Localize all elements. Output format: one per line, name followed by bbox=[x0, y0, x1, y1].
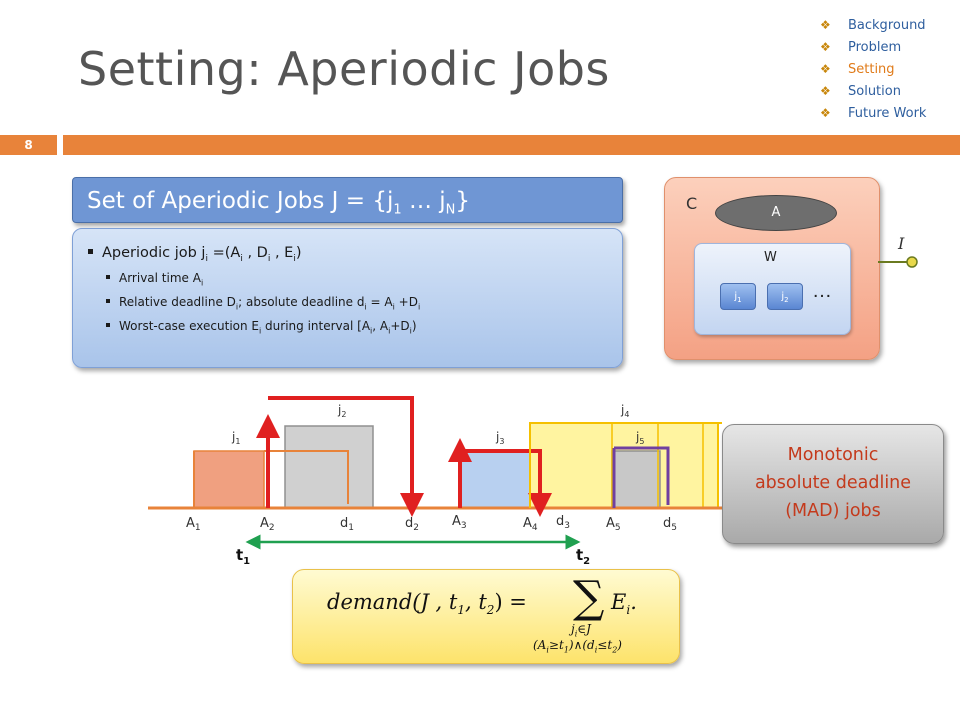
label-j2: j2 bbox=[337, 403, 346, 419]
label-A1: A1 bbox=[186, 516, 201, 533]
label-t2: t2 bbox=[576, 546, 590, 567]
bullet-arrival-time: Arrival time Ai bbox=[106, 271, 203, 287]
diamond-bullet-icon: ❖ bbox=[820, 62, 831, 76]
jobs-definition-box: Aperiodic job ji =(Ai , Di , Ei) Arrival… bbox=[72, 228, 623, 368]
slide-number: 8 bbox=[0, 135, 57, 155]
component-label: C bbox=[686, 194, 698, 213]
interface-port-icon bbox=[906, 256, 918, 268]
nav-item-setting[interactable]: ❖Setting bbox=[820, 58, 926, 80]
formula-lhs: demand(J , t1, t2) = bbox=[327, 590, 527, 618]
label-d5: d5 bbox=[663, 516, 677, 533]
header-divider-bar bbox=[63, 135, 960, 155]
nav-item-solution[interactable]: ❖Solution bbox=[820, 80, 926, 102]
workload-label: W bbox=[764, 250, 777, 265]
section-nav: ❖Background ❖Problem ❖Setting ❖Solution … bbox=[820, 14, 926, 124]
jobs-set-header: Set of Aperiodic Jobs J = {j1 … jN} bbox=[72, 177, 623, 223]
job-4-arrival-arrow bbox=[529, 422, 722, 508]
label-A5: A5 bbox=[606, 516, 621, 533]
sum-symbol: ∑ bbox=[573, 572, 605, 623]
job-1-deadline-arrow bbox=[264, 450, 349, 504]
formula-summand: Ei. bbox=[611, 590, 637, 618]
more-jobs-ellipsis: … bbox=[812, 280, 832, 302]
label-j3: j3 bbox=[495, 430, 504, 446]
bullet-execution: Worst-case execution Ei during interval … bbox=[106, 319, 417, 335]
label-j4: j4 bbox=[620, 403, 629, 419]
formula-condition: (Ai≥t1)∧(di≤t2) bbox=[533, 638, 622, 655]
label-d3: d3 bbox=[556, 514, 570, 531]
diamond-bullet-icon: ❖ bbox=[820, 40, 831, 54]
label-A3: A3 bbox=[452, 514, 467, 531]
bullet-deadline: Relative deadline Di; absolute deadline … bbox=[106, 295, 420, 311]
label-A4: A4 bbox=[523, 516, 538, 533]
job-2-execution bbox=[284, 425, 374, 509]
interface-label: I bbox=[898, 234, 905, 253]
job-block-j2: j2 bbox=[767, 283, 803, 310]
nav-item-problem[interactable]: ❖Problem bbox=[820, 36, 926, 58]
slide-title: Setting: Aperiodic Jobs bbox=[78, 42, 610, 96]
nav-item-future-work[interactable]: ❖Future Work bbox=[820, 102, 926, 124]
job-5-execution bbox=[611, 450, 661, 509]
job-3-deadline-arrow bbox=[460, 449, 552, 517]
allocator-ellipse: A bbox=[715, 195, 837, 231]
label-d1: d1 bbox=[340, 516, 354, 533]
diamond-bullet-icon: ❖ bbox=[820, 84, 831, 98]
bullet-aperiodic-job: Aperiodic job ji =(Ai , Di , Ei) bbox=[88, 245, 302, 264]
label-t1: t1 bbox=[236, 546, 250, 567]
formula-index: ji∈J bbox=[571, 622, 591, 639]
demand-formula-box: demand(J , t1, t2) = ∑ Ei. ji∈J (Ai≥t1)∧… bbox=[292, 569, 680, 664]
job-5-deadline-arrow bbox=[614, 446, 670, 505]
job-2-deadline-arrow bbox=[268, 396, 424, 517]
job-3-execution bbox=[459, 450, 541, 509]
job-1-execution bbox=[193, 450, 265, 509]
diamond-bullet-icon: ❖ bbox=[820, 18, 831, 32]
job-block-j1: j1 bbox=[720, 283, 756, 310]
label-d2: d2 bbox=[405, 516, 419, 533]
diamond-bullet-icon: ❖ bbox=[820, 106, 831, 120]
nav-item-background[interactable]: ❖Background bbox=[820, 14, 926, 36]
label-A2: A2 bbox=[260, 516, 275, 533]
mad-jobs-callout: Monotonic absolute deadline (MAD) jobs bbox=[722, 424, 944, 544]
label-j5: j5 bbox=[635, 430, 644, 446]
label-j1: j1 bbox=[231, 430, 240, 446]
